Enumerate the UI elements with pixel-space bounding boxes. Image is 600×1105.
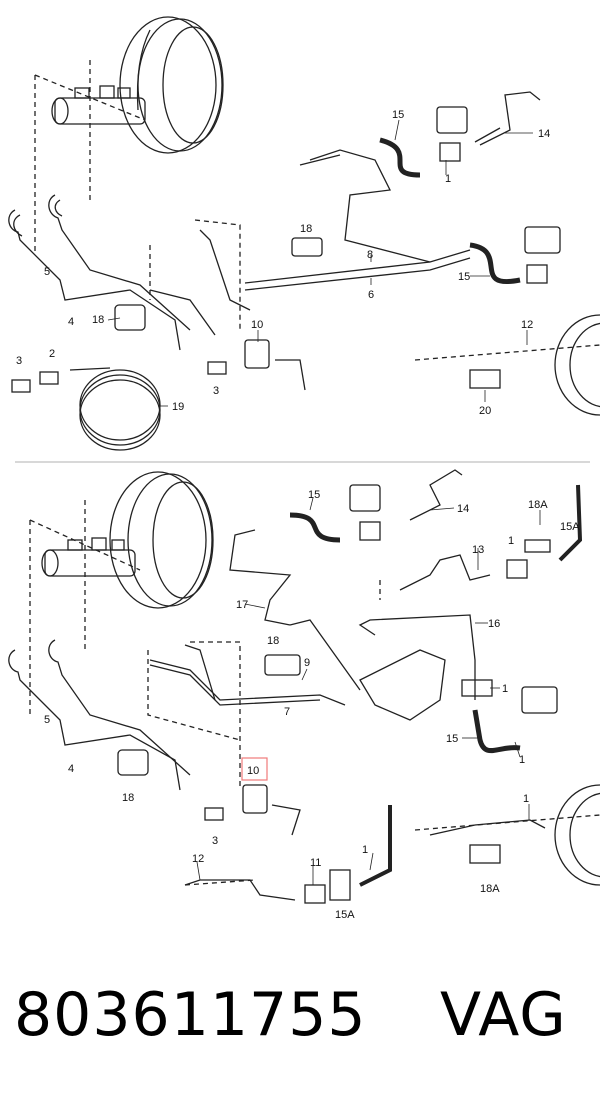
label-18A-lower-b: 15A [335,909,355,921]
clip-20-upper [469,369,501,389]
part-number: 803611755 [14,980,367,1050]
brake-tubes-upper-left [8,194,251,351]
t-piece-10-lower [242,784,301,836]
label-18-lower-b: 18 [122,792,134,804]
label-17-lower: 17 [236,599,248,611]
brake-tubes-lower-left [8,639,346,791]
label-10-upper: 10 [251,319,263,331]
brake-drum-upper [554,314,600,416]
label-4-upper: 4 [68,316,74,328]
label-12-lower: 1 [523,793,529,805]
pipe-13-lower [399,554,491,591]
part-caption: 803611755 VAG [0,980,600,1080]
label-1-lower-b: 1 [502,683,508,695]
fitting-3-upper-b [207,361,227,375]
pipe-12-lower [429,819,546,836]
label-14-lower: 14 [457,503,469,515]
pipe-17-lower [229,529,361,691]
label-14-upper: 14 [538,128,550,140]
coil-19 [69,367,161,451]
label-3-upper: 3 [16,355,22,367]
master-cylinder-upper [51,85,146,125]
brake-booster-upper [119,16,224,154]
bracket-1-upper [436,106,561,284]
label-16-lower: 16 [488,618,500,630]
master-cylinder-lower [41,537,136,577]
label-15A-lower: 15A [560,521,580,533]
label-4-lower: 4 [68,763,74,775]
label-5-upper: 5 [44,266,50,278]
label-20-lower: 18A [480,883,500,895]
label-18b-upper: 18 [92,314,104,326]
hose-15A-lower [359,484,583,887]
label-19-upper: 19 [172,401,184,413]
fitting-3-upper [11,379,31,393]
clip-18-upper [114,304,146,331]
distributor-bracket-lower [359,649,446,721]
clip-20-lower [469,844,501,864]
label-7-lower: 7 [284,706,290,718]
label-18-upper: 18 [300,223,312,235]
label-18-lower-a: 18 [267,635,279,647]
label-1-lower-a: 1 [508,535,514,547]
pipe-14-lower [409,469,463,521]
label-2-upper: 2 [49,348,55,360]
label-1-upper: 1 [445,173,451,185]
clip-18-upper-b [291,237,323,257]
pipe-14-upper [474,91,541,146]
flex-hose-15-upper [379,137,521,284]
label-6-upper: 6 [368,289,374,301]
fitting-2-upper [39,371,59,385]
pipe-11-lower [184,879,296,901]
label-5-lower: 5 [44,714,50,726]
label-15-lower-b: 15 [446,733,458,745]
label-15-upper: 15 [392,109,404,121]
flex-hose-15-lower [289,512,521,754]
t-piece-10-upper [244,339,306,391]
label-10-lower: 10 [247,765,259,777]
brand-name: VAG [440,980,567,1050]
guide-lines-lower [29,500,600,886]
label-3-lower: 3 [212,835,218,847]
label-3b-upper: 3 [213,385,219,397]
label-15-lower: 15 [308,489,320,501]
brake-drum-lower [554,784,600,886]
label-15b-upper: 15 [458,271,470,283]
label-1-lower-d: 11 [310,857,321,869]
label-12-upper: 12 [521,319,533,331]
callout-labels-upper: 15 14 1 18 8 6 15 5 4 18 10 3 2 3 19 12 … [16,109,550,417]
label-11-lower: 12 [192,853,204,865]
guide-lines-upper [34,60,600,361]
clip-18-lower [117,749,149,776]
callout-labels-lower: 15 14 18A 15A 1 13 17 16 18 9 1 7 5 4 10… [44,489,580,921]
label-20-upper: 20 [479,405,491,417]
pipe-16-lower [358,614,476,700]
label-18A-lower: 18A [528,499,548,511]
label-9-lower: 9 [304,657,310,669]
leader-lines [107,119,541,885]
brake-line-diagram: 15 14 1 18 8 6 15 5 4 18 10 3 2 3 19 12 … [8,16,600,921]
label-15A-lower-b: 1 [362,844,368,856]
fitting-3-lower [204,807,224,821]
label-1-lower-c: 1 [519,754,525,766]
brake-booster-lower [109,471,214,609]
highlight-box-10 [241,757,268,781]
label-13-lower: 13 [472,544,484,556]
clip-18-lower-b [264,654,301,676]
bracket-1-lower [304,484,558,904]
label-8-upper: 8 [367,249,373,261]
long-pipe-upper [244,149,471,291]
